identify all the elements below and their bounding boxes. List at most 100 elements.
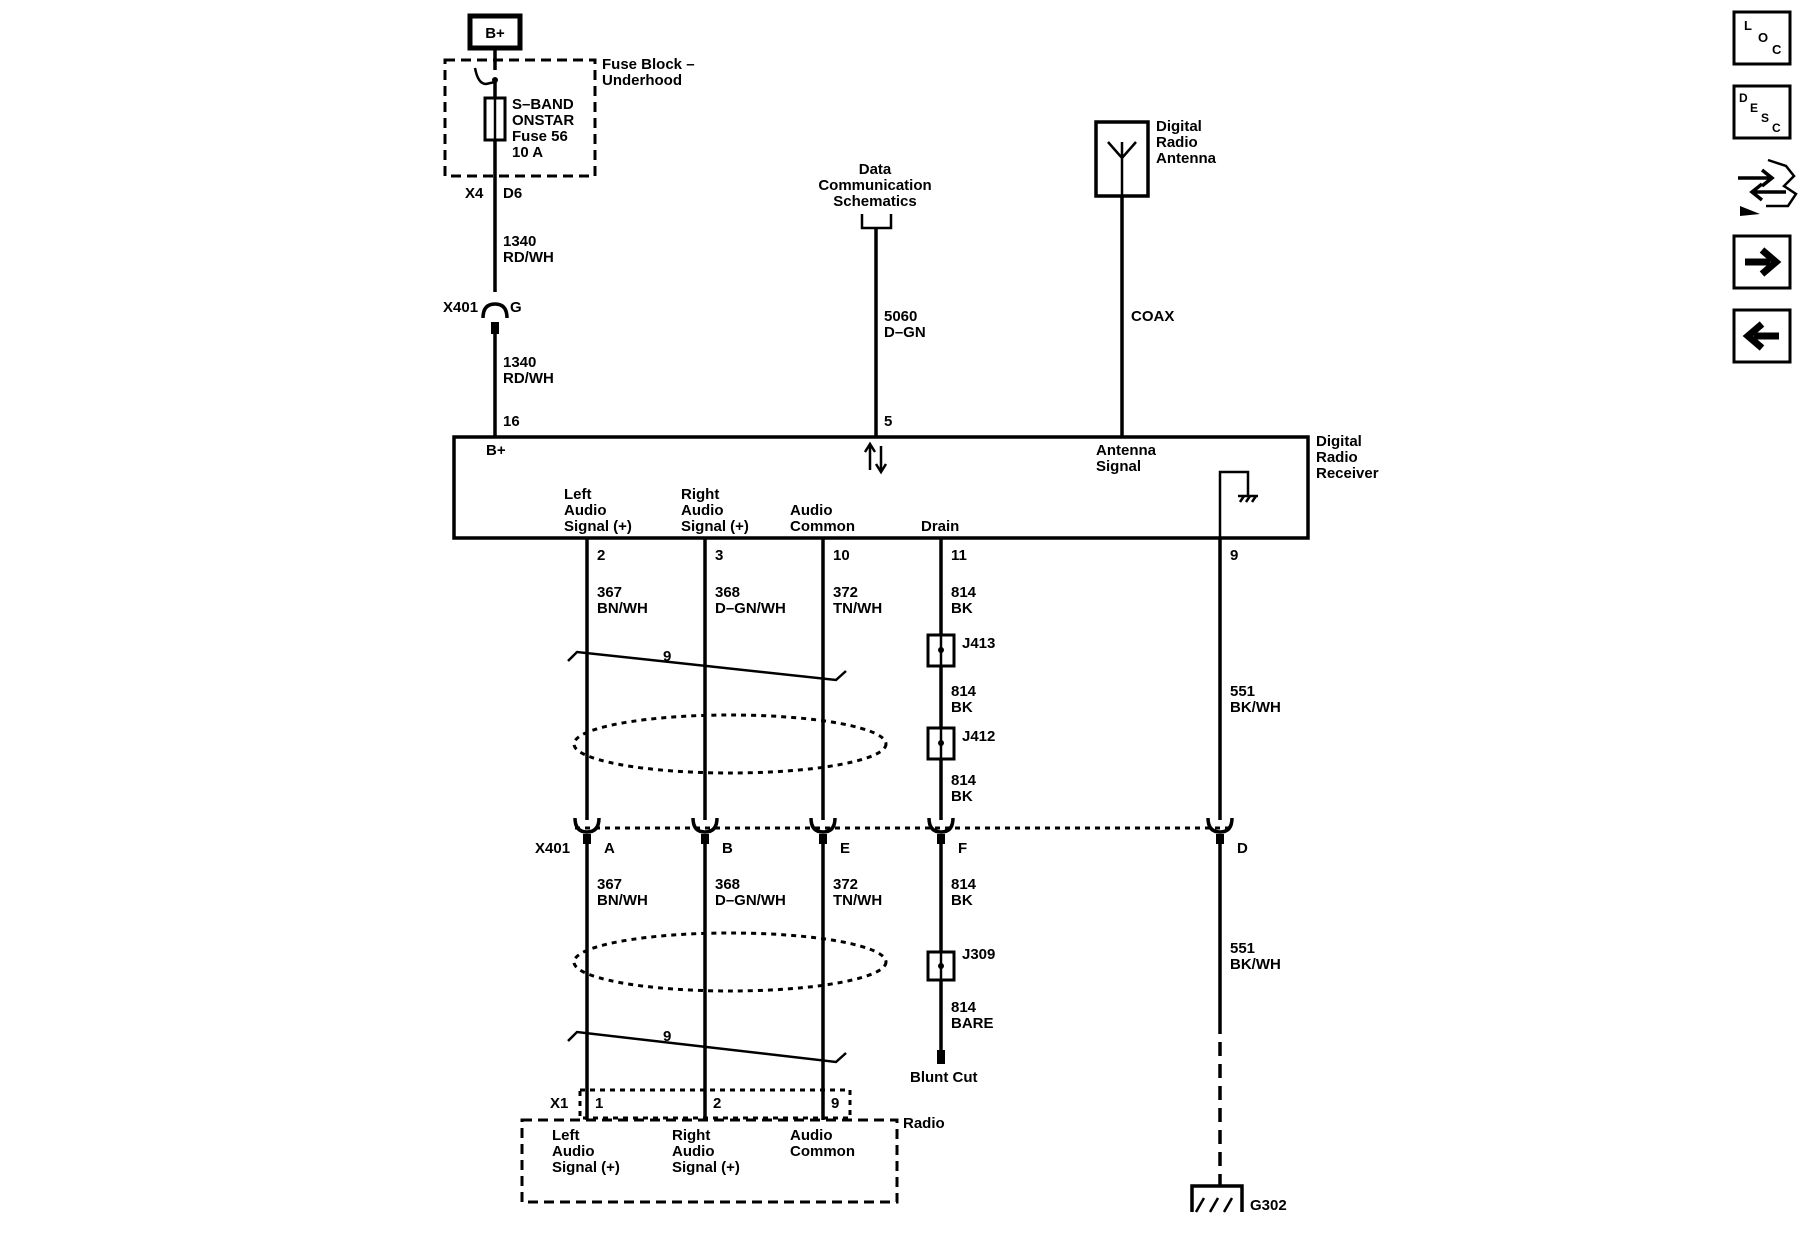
receiver-name-l3: Receiver	[1316, 465, 1379, 482]
fuse-name-l1: S–BAND	[512, 96, 574, 113]
lower-left-circuit: 367	[597, 876, 622, 893]
desc-letter-c: C	[1772, 121, 1781, 135]
twist-count-upper: 9	[663, 648, 671, 665]
blunt-cut-label: Blunt Cut	[910, 1069, 977, 1086]
receiver-right-l2: Audio	[681, 502, 724, 519]
loc-letter-l: L	[1744, 18, 1752, 33]
data-comm-label-l3: Schematics	[833, 193, 916, 210]
splice-j412-label: J412	[962, 728, 995, 745]
radio-left-l1: Left	[552, 1127, 580, 1144]
radio-right-l1: Right	[672, 1127, 710, 1144]
fuse-block-subtitle: Underhood	[602, 72, 682, 89]
upper-drain-color-1: BK	[951, 600, 973, 617]
desc-letter-s: S	[1761, 111, 1769, 125]
arrow-right-icon	[1745, 247, 1782, 277]
feed-color-2: RD/WH	[503, 370, 554, 387]
inline-pin-b: B	[722, 840, 733, 857]
antenna-label-l3: Antenna	[1156, 150, 1217, 167]
connector-cavity-a	[573, 817, 601, 844]
radio-connector-label: X1	[550, 1095, 568, 1112]
nav-next-button[interactable]	[1732, 234, 1792, 290]
radio-module: X1 1 2 9 Radio Left Audio Signal (+) Rig…	[520, 1088, 945, 1204]
receiver-common-l1: Audio	[790, 502, 833, 519]
inline-connector-label: X401	[443, 299, 478, 316]
inline-x401-label: X401	[535, 840, 570, 857]
antenna-label-l1: Digital	[1156, 118, 1202, 135]
radio-left-l2: Audio	[552, 1143, 595, 1160]
nav-location-button[interactable]: L O C	[1732, 10, 1792, 66]
feed-circuit-1: 1340	[503, 233, 536, 250]
receiver-right-l3: Signal (+)	[681, 518, 749, 535]
antenna-icon	[1107, 141, 1137, 196]
fuse-block: Fuse Block – Underhood S–BAND ONSTAR Fus…	[443, 48, 695, 178]
desc-letter-e: E	[1750, 101, 1758, 115]
splice-j413: J413	[926, 633, 995, 668]
loc-letter-o: O	[1758, 30, 1768, 45]
lower-drain-circuit-1: 814	[951, 876, 977, 893]
upper-right-circuit: 368	[715, 584, 740, 601]
receiver-pin-labels: 2 3 10 11 9	[597, 547, 1238, 564]
lower-left-color: BN/WH	[597, 892, 648, 909]
receiver-name-l1: Digital	[1316, 433, 1362, 450]
inline-pin-d: D	[1237, 840, 1248, 857]
feed-circuit-2: 1340	[503, 354, 536, 371]
receiver-common-l2: Common	[790, 518, 855, 535]
antenna-label-l2: Radio	[1156, 134, 1198, 151]
receiver-left-l2: Audio	[564, 502, 607, 519]
connector-tool-icon[interactable]	[1738, 158, 1798, 216]
upper-common-circuit: 372	[833, 584, 858, 601]
pin-drain: 11	[951, 547, 967, 564]
arrow-left-icon	[1742, 321, 1779, 351]
ground-icon	[1190, 1184, 1244, 1212]
lower-wires	[585, 844, 1222, 1186]
radio-right-l2: Audio	[672, 1143, 715, 1160]
upper-drain-color-2: BK	[951, 699, 973, 716]
bidirectional-data-icon	[863, 441, 888, 475]
feed-color-1: RD/WH	[503, 249, 554, 266]
ground-g302: G302	[1190, 1184, 1287, 1214]
upper-left-circuit: 367	[597, 584, 622, 601]
radio-left-l3: Signal (+)	[552, 1159, 620, 1176]
inline-pin-a: A	[604, 840, 615, 857]
receiver-left-l1: Left	[564, 486, 592, 503]
connector-cavity-d	[1206, 817, 1234, 844]
radio-right-l3: Signal (+)	[672, 1159, 740, 1176]
digital-radio-antenna: Digital Radio Antenna COAX	[1094, 118, 1217, 437]
radio-common-l2: Common	[790, 1143, 855, 1160]
pin-right: 3	[715, 547, 723, 564]
lower-ground-circuit: 551	[1230, 940, 1255, 957]
upper-drain-color-3: BK	[951, 788, 973, 805]
nav-previous-button[interactable]	[1732, 308, 1792, 364]
upper-drain-circuit-2: 814	[951, 683, 977, 700]
cable-shield-upper	[572, 713, 888, 775]
receiver-bplus-label: B+	[486, 442, 506, 459]
upper-left-color: BN/WH	[597, 600, 648, 617]
power-source-box: B+	[467, 13, 523, 51]
data-communication-wire: Data Communication Schematics 5060 D–GN …	[818, 161, 932, 437]
nav-description-button[interactable]: D E S C	[1732, 84, 1792, 140]
audio-wires	[585, 538, 1222, 820]
radio-common-l1: Audio	[790, 1127, 833, 1144]
lower-drain-circuit-2: 814	[951, 999, 977, 1016]
upper-drain-circuit-3: 814	[951, 772, 977, 789]
digital-radio-receiver: Digital Radio Receiver B+ Antenna Signal…	[452, 433, 1379, 540]
receiver-left-l3: Signal (+)	[564, 518, 632, 535]
lower-right-color: D–GN/WH	[715, 892, 786, 909]
fuse-name-l2: ONSTAR	[512, 112, 574, 129]
pin-left: 2	[597, 547, 605, 564]
inline-connector-icon	[481, 302, 509, 319]
data-comm-label-l2: Communication	[818, 177, 931, 194]
fuse-clip-icon	[473, 67, 496, 86]
fuse-name-l3: Fuse 56	[512, 128, 568, 145]
data-comm-circuit: 5060	[884, 308, 917, 325]
receiver-name-l2: Radio	[1316, 449, 1358, 466]
pin-common: 10	[833, 547, 850, 564]
power-feed-wire: X4 D6 1340 RD/WH X401 G 1340 RD/WH 16	[443, 140, 554, 437]
loc-letter-c: C	[1772, 42, 1782, 57]
receiver-drain-label: Drain	[921, 518, 959, 535]
receiver-pin-5: 5	[884, 413, 892, 430]
lower-drain-color-1: BK	[951, 892, 973, 909]
connector-cavity-f	[927, 817, 955, 844]
receiver-antenna-label-l2: Signal	[1096, 458, 1141, 475]
